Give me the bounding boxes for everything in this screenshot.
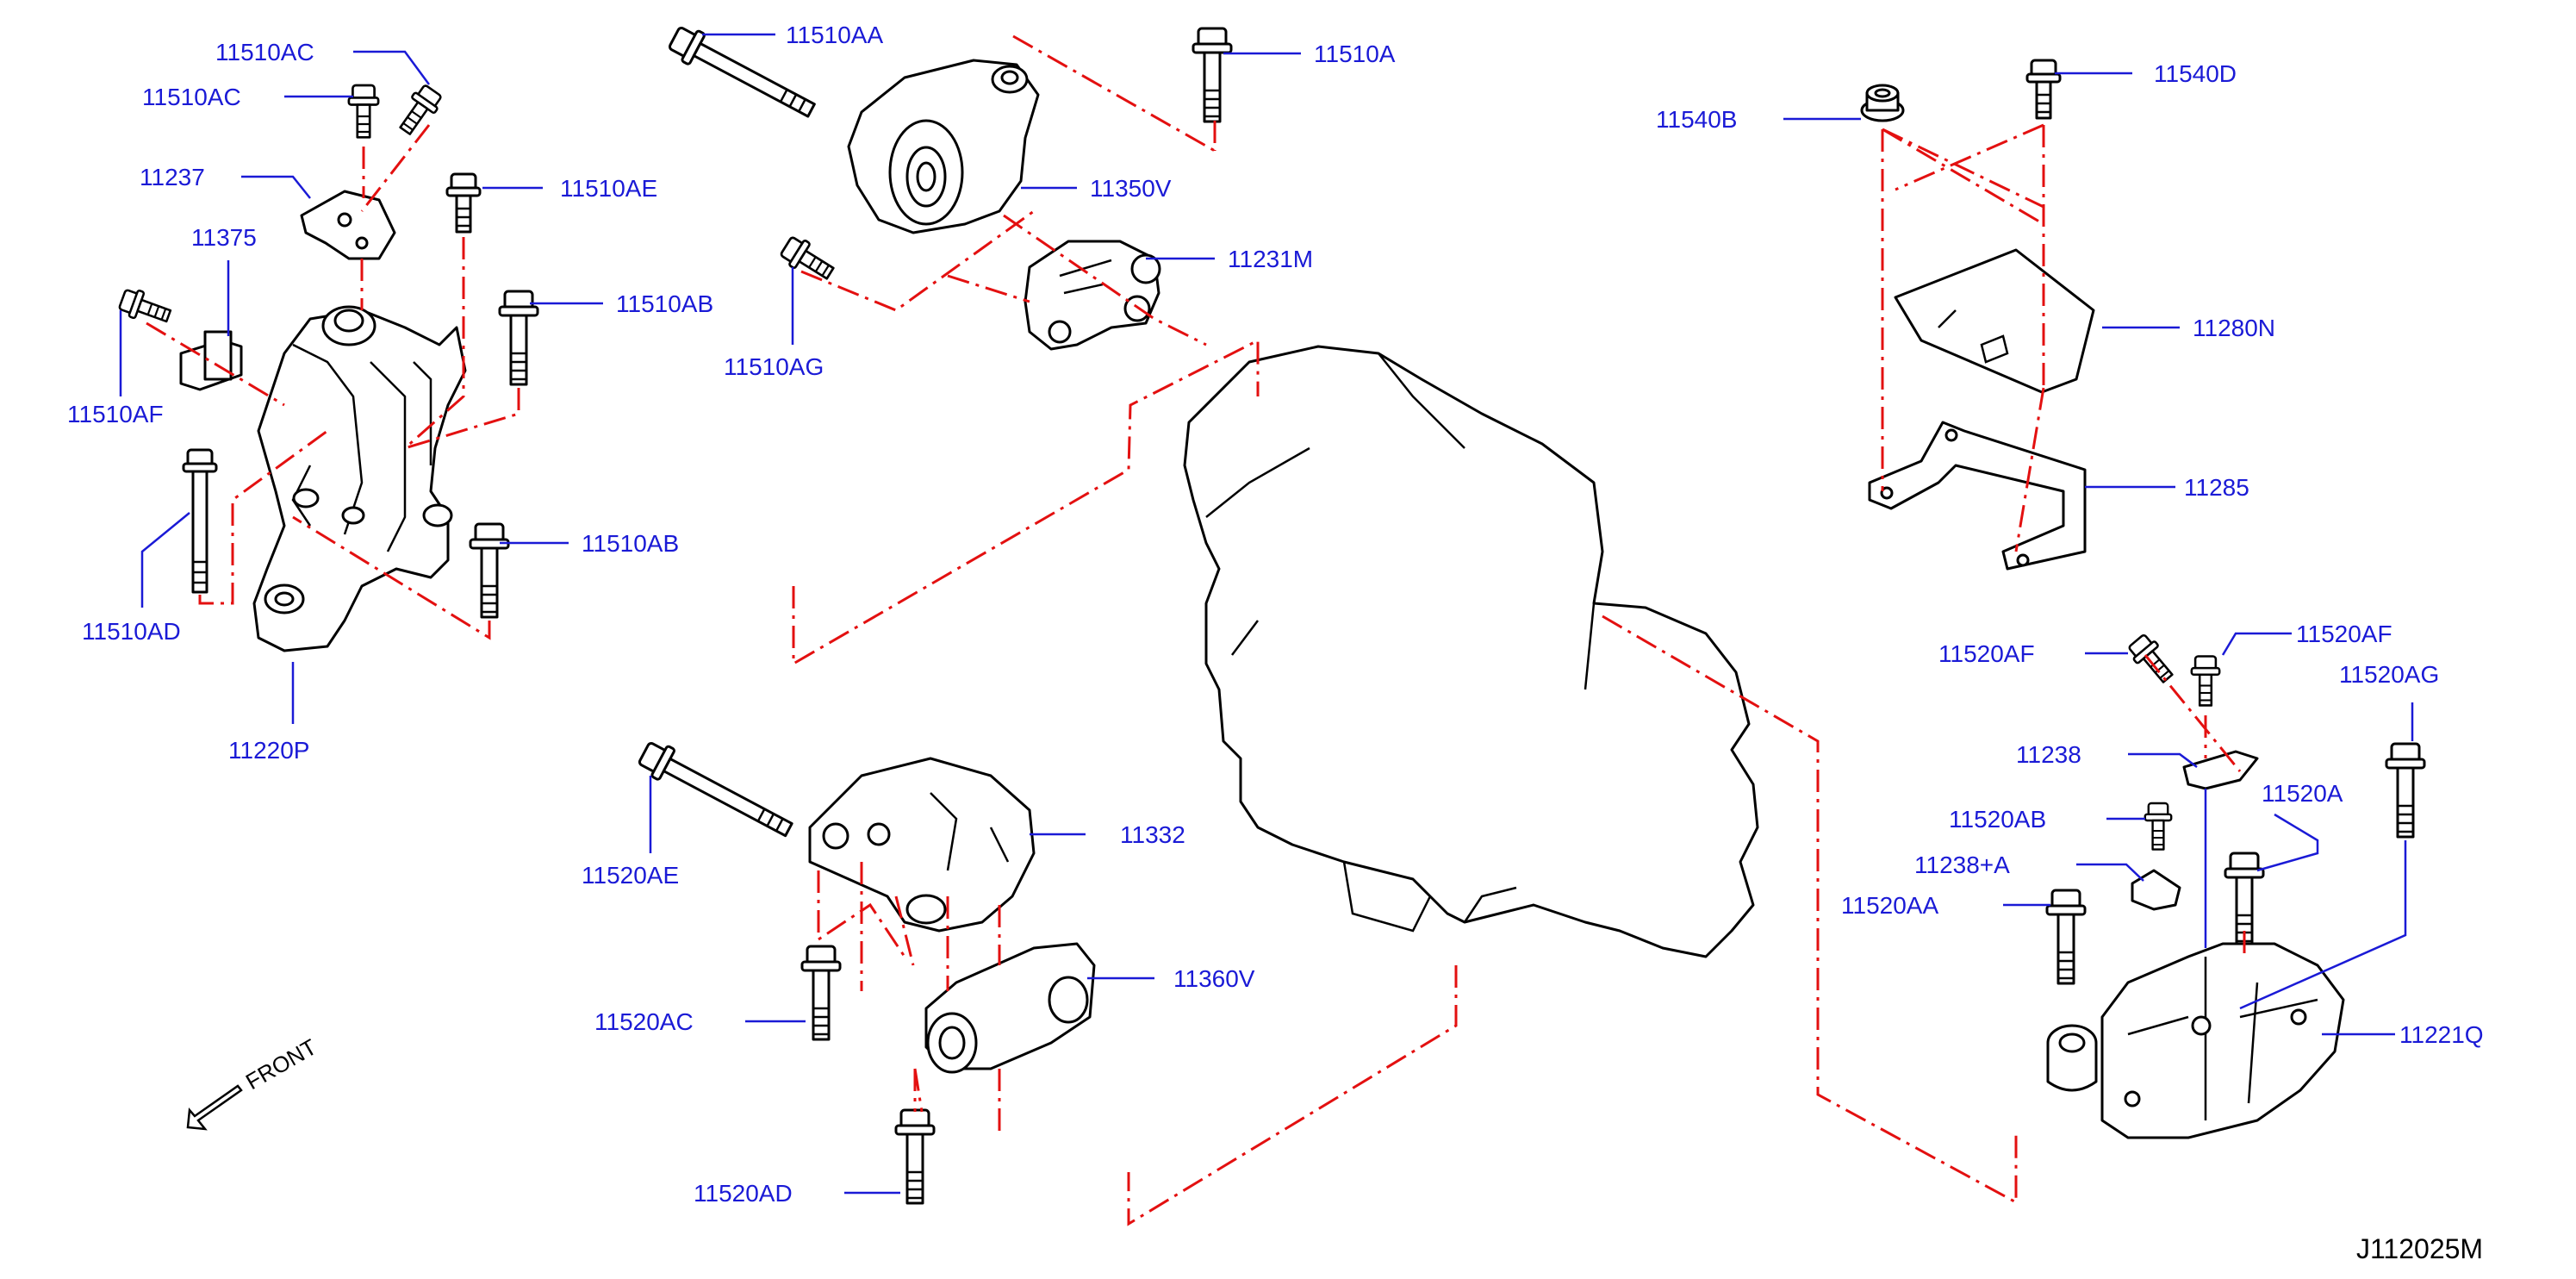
bolt-icon <box>2045 889 2087 985</box>
label-11231M: 11231M <box>1228 246 1313 272</box>
label-11350V: 11350V <box>1090 175 1172 202</box>
label-11237: 11237 <box>140 164 205 190</box>
ecu-box-11280N <box>1894 248 2095 394</box>
label-11520A: 11520A <box>2262 780 2343 807</box>
label-11520AF-a: 11520AF <box>1938 640 2035 667</box>
front-indicator: FRONT <box>186 1033 321 1131</box>
rear-mount-assembly <box>638 741 1096 1205</box>
bolt-icon <box>116 284 175 331</box>
nut-icon <box>1860 84 1905 122</box>
bolt-icon <box>2025 59 2062 120</box>
label-11510AE: 11510AE <box>560 175 657 202</box>
label-11520AD: 11520AD <box>694 1180 793 1207</box>
label-11520AC: 11520AC <box>594 1008 694 1035</box>
bolt-icon <box>668 26 816 118</box>
label-11510AC-a: 11510AC <box>215 39 314 66</box>
bolt-icon <box>800 945 842 1041</box>
label-11221Q: 11221Q <box>2399 1021 2484 1048</box>
label-11220P: 11220P <box>228 737 309 764</box>
ecu-bracket-assembly <box>1860 59 2095 571</box>
bolt-icon <box>469 522 510 619</box>
bracket-11285 <box>1868 421 2087 571</box>
label-11285: 11285 <box>2184 474 2249 501</box>
engine-outline-detail <box>1205 353 1596 933</box>
mount-11221Q <box>2100 942 2345 1139</box>
label-11510AC-b: 11510AC <box>142 84 241 110</box>
bolt-icon <box>894 1108 936 1205</box>
label-11510AA: 11510AA <box>786 22 883 48</box>
label-11360V: 11360V <box>1173 965 1255 992</box>
leader-lines <box>119 33 2414 1195</box>
label-11520AF-b: 11520AF <box>2296 621 2392 647</box>
label-11332: 11332 <box>1120 821 1185 848</box>
label-11510A: 11510A <box>1314 41 1396 67</box>
label-11375: 11375 <box>191 224 257 251</box>
label-11520AB: 11520AB <box>1949 806 2046 833</box>
front-arrow-icon <box>186 1084 243 1131</box>
bolt-icon <box>2124 630 2180 689</box>
label-11510AB-a: 11510AB <box>616 290 713 317</box>
bolt-icon <box>2190 655 2221 707</box>
engine-outline <box>1183 345 1759 958</box>
diagram-reference-code: J112025M <box>2356 1233 2483 1264</box>
label-11238A: 11238+A <box>1914 852 2010 878</box>
bolt-icon <box>445 172 482 234</box>
label-11510AF: 11510AF <box>67 401 164 427</box>
label-11510AG: 11510AG <box>724 353 824 380</box>
label-11510AB-b: 11510AB <box>582 530 679 557</box>
mount-bracket-11220P <box>252 309 467 652</box>
mount-bracket-11220P-detail <box>291 343 432 552</box>
bracket-11332 <box>808 757 1036 933</box>
bolt-icon <box>498 290 539 386</box>
bolt-icon <box>182 448 218 594</box>
label-11540B: 11540B <box>1656 106 1737 133</box>
clip-11238 <box>2182 750 2259 790</box>
label-11520AG: 11520AG <box>2339 661 2439 688</box>
part-labels: 11510AC 11510AC 11237 11510AE 11375 1151… <box>67 22 2484 1207</box>
label-11510AD: 11510AD <box>82 618 181 645</box>
plate-11238A <box>2131 869 2181 911</box>
bolt-icon <box>392 81 446 140</box>
bolt-icon <box>776 232 839 288</box>
side-mount-assembly <box>2045 630 2426 1139</box>
front-mount-assembly <box>668 26 1233 351</box>
front-label: FRONT <box>241 1033 321 1095</box>
left-mount-assembly <box>116 81 539 652</box>
bolt-icon <box>2385 742 2426 839</box>
label-11238: 11238 <box>2016 741 2081 768</box>
label-11540D: 11540D <box>2154 60 2237 87</box>
bolt-icon <box>1192 27 1233 123</box>
label-11280N: 11280N <box>2193 315 2275 341</box>
label-11520AE: 11520AE <box>582 862 679 889</box>
bolt-icon <box>347 84 380 139</box>
bolt-icon <box>638 741 793 838</box>
bolt-icon <box>2144 802 2173 851</box>
label-11520AA: 11520AA <box>1841 892 1938 919</box>
